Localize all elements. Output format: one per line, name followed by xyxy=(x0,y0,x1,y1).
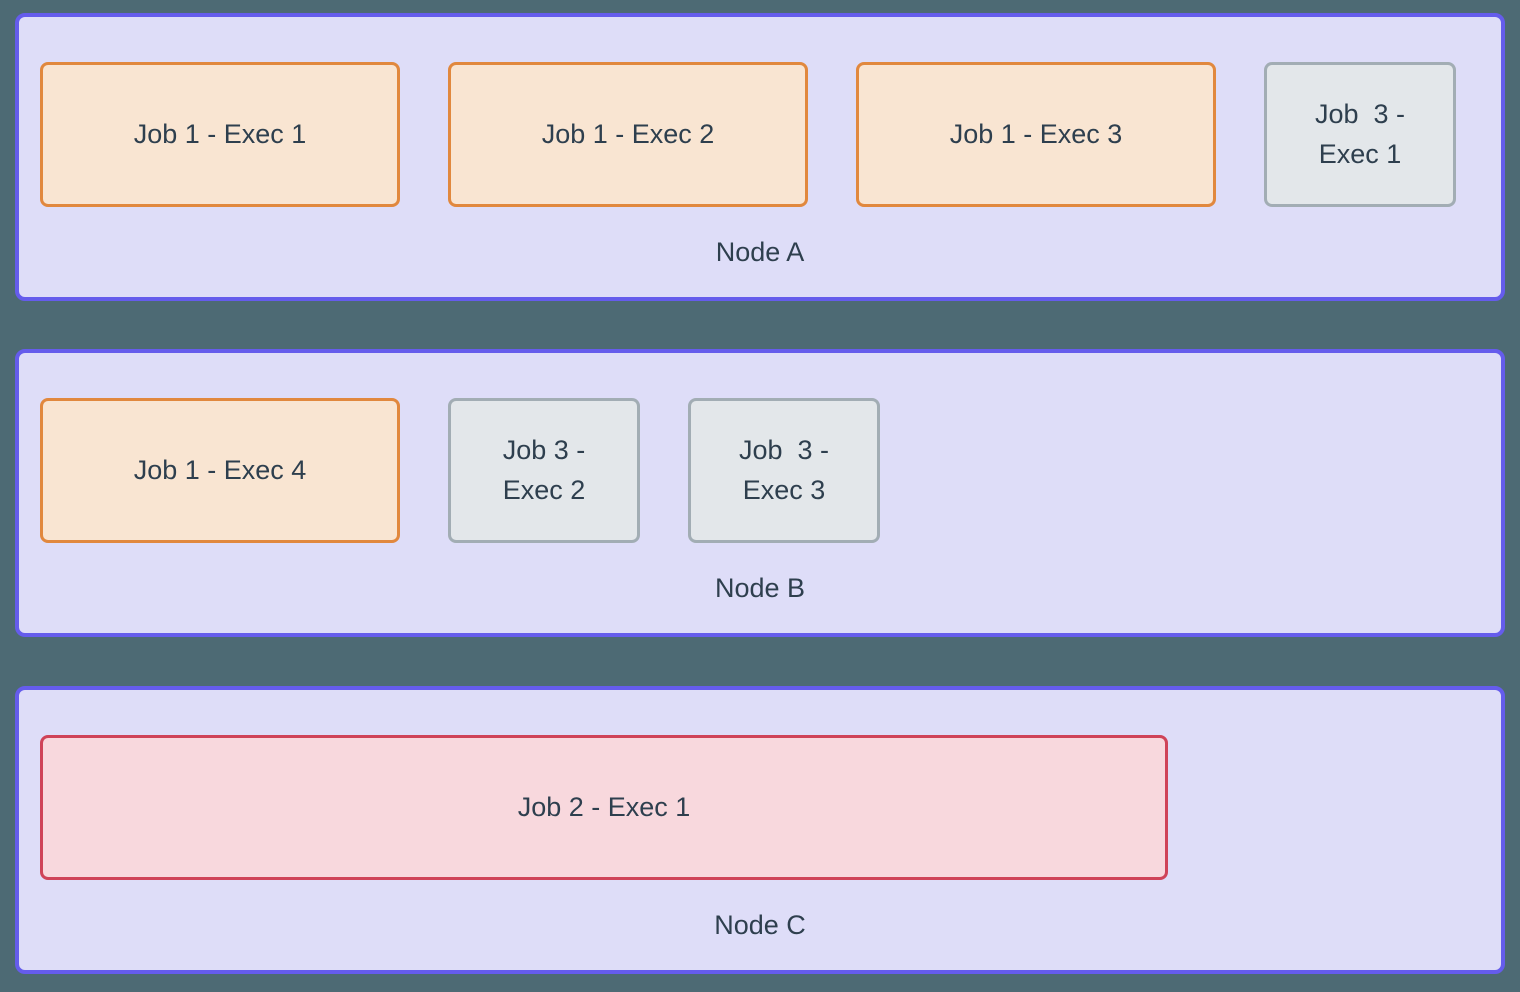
executor-label: Job 1 - Exec 4 xyxy=(133,454,307,485)
node-c-label: Node C xyxy=(714,909,806,940)
executor-job3-exec3: Job 3 - Exec 3 xyxy=(688,398,880,543)
node-b-label: Node B xyxy=(714,572,806,603)
node-a-container: Job 1 - Exec 1 Job 1 - Exec 2 Job 1 - Ex… xyxy=(15,13,1505,301)
node-a-label: Node A xyxy=(715,236,805,267)
node-a-executor-row: Job 1 - Exec 1 Job 1 - Exec 2 Job 1 - Ex… xyxy=(40,62,1501,207)
executor-label: Job 2 - Exec 1 xyxy=(517,791,691,822)
executor-job1-exec3: Job 1 - Exec 3 xyxy=(856,62,1216,207)
executor-job1-exec2: Job 1 - Exec 2 xyxy=(448,62,808,207)
executor-label: Job 3 - Exec 2 xyxy=(502,435,586,505)
executor-job2-exec1: Job 2 - Exec 1 xyxy=(40,735,1168,880)
node-b-executor-row: Job 1 - Exec 4 Job 3 - Exec 2 Job 3 - Ex… xyxy=(40,398,1501,543)
executor-job1-exec1: Job 1 - Exec 1 xyxy=(40,62,400,207)
executor-job3-exec1: Job 3 - Exec 1 xyxy=(1264,62,1456,207)
node-c-container: Job 2 - Exec 1 Node C xyxy=(15,686,1505,974)
executor-label: Job 1 - Exec 1 xyxy=(133,118,307,149)
executor-label: Job 1 - Exec 3 xyxy=(949,118,1123,149)
executor-job3-exec2: Job 3 - Exec 2 xyxy=(448,398,640,543)
executor-job1-exec4: Job 1 - Exec 4 xyxy=(40,398,400,543)
executor-label: Job 1 - Exec 2 xyxy=(541,118,715,149)
executor-label: Job 3 - Exec 1 xyxy=(1314,99,1406,169)
executor-label: Job 3 - Exec 3 xyxy=(738,435,830,505)
node-b-container: Job 1 - Exec 4 Job 3 - Exec 2 Job 3 - Ex… xyxy=(15,349,1505,637)
node-c-executor-row: Job 2 - Exec 1 xyxy=(40,735,1501,880)
